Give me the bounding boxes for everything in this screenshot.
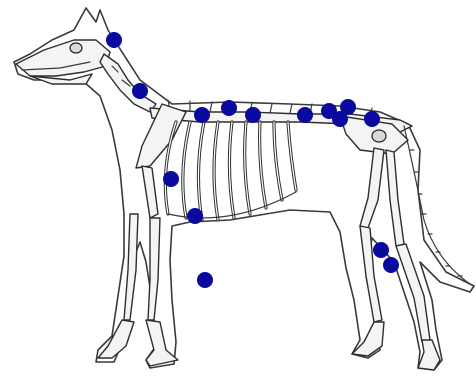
marker-point [373,242,389,258]
marker-point [163,171,179,187]
marker-point [245,107,261,123]
marker-point [106,32,122,48]
marker-point [197,272,213,288]
marker-point [364,111,380,127]
marker-point [194,107,210,123]
marker-point [221,100,237,116]
marker-point [383,257,399,273]
marker-point [132,83,148,99]
marker-point [297,107,313,123]
marker-point [187,208,203,224]
marker-point [340,99,356,115]
